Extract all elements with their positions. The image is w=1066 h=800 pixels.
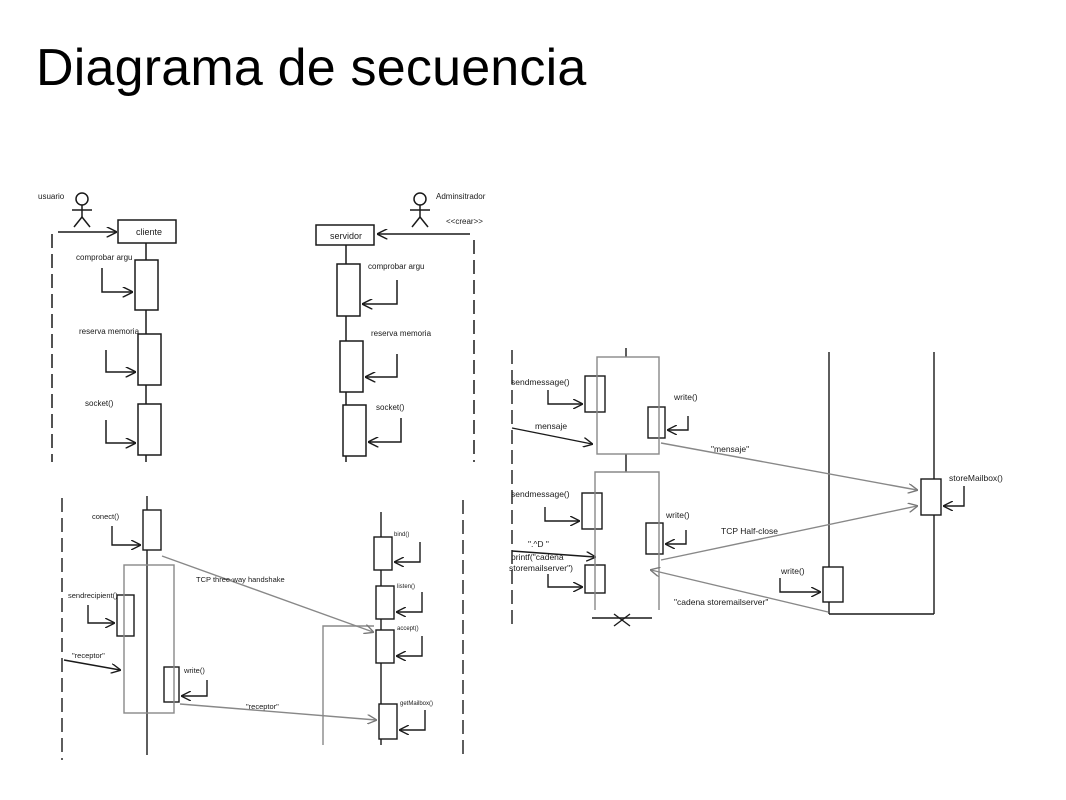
message-label-half-close: TCP Half-close (721, 526, 778, 536)
message-label-write-3: write() (780, 566, 805, 576)
servidor-lifeline-box (315, 224, 375, 246)
activation-bar (163, 666, 180, 703)
stereotype-label: <<crear>> (446, 217, 483, 226)
activation-bar (822, 566, 844, 603)
handshake-arrow (161, 555, 373, 632)
mensaje-arrow (660, 442, 917, 490)
message-label-reserva: reserva memoria (371, 329, 432, 338)
message-label-listen: listen() (397, 584, 415, 590)
panel-mensaje (511, 348, 965, 630)
self-call-arrow (944, 486, 965, 506)
self-call-arrow (397, 592, 423, 612)
activation-bar (920, 478, 942, 516)
self-call-arrow (779, 578, 820, 592)
message-arrow (63, 659, 120, 670)
self-call-arrow (105, 350, 135, 372)
message-label-write-2: write() (665, 510, 690, 520)
activation-bar (134, 259, 159, 311)
self-call-arrow (363, 280, 398, 304)
stick-figure-icon (410, 192, 430, 228)
message-label-conect: conect() (92, 512, 120, 521)
activation-bar (336, 263, 361, 317)
self-call-arrow (182, 680, 208, 696)
message-label-sendmessage-1: sendmessage() (511, 377, 570, 387)
lifeline-label-servidor: servidor (330, 231, 362, 241)
message-label-sendmessage-2: sendmessage() (511, 489, 570, 499)
message-label-receptor: "receptor" (72, 651, 105, 660)
actor-label-administrador: Adminsitrador (436, 192, 486, 201)
cadena-return-arrow (651, 570, 829, 613)
interaction-frame (594, 471, 660, 610)
activation-bar (647, 406, 666, 439)
self-call-arrow (547, 574, 582, 587)
self-call-arrow (366, 354, 398, 377)
message-label-printf: printf("cadena (511, 552, 564, 562)
self-call-arrow (395, 542, 421, 562)
activation-bar (378, 703, 398, 740)
panel-cliente (51, 192, 177, 462)
message-arrow-end-marker (511, 550, 595, 557)
interaction-frame (596, 356, 660, 455)
self-call-arrow (369, 418, 402, 442)
self-call-arrow (666, 530, 687, 544)
self-call-arrow (101, 268, 132, 292)
destroy-x-icon (613, 613, 631, 627)
message-label-bind: bind() (394, 532, 409, 538)
activation-bar (375, 585, 395, 620)
activation-bar (584, 375, 606, 413)
actor-label-usuario: usuario (38, 192, 65, 201)
message-label-sendrecipient: sendrecipient() (68, 591, 118, 600)
self-call-arrow (547, 390, 582, 404)
message-label-accept: accept() (397, 626, 419, 632)
message-label-storemailbox: storeMailbox() (949, 473, 1003, 483)
stick-figure-icon (72, 192, 92, 228)
activation-bar (339, 340, 364, 393)
activation-bar (137, 333, 162, 386)
message-label-comprobar: comprobar argu (76, 253, 132, 262)
panel-conexion (61, 496, 464, 760)
message-label-handshake: TCP three-way handshake (196, 575, 285, 584)
self-call-arrow (400, 710, 426, 730)
activation-bar (375, 629, 395, 664)
panel-servidor (315, 192, 475, 462)
cliente-lifeline-box (117, 219, 177, 244)
message-label-printf: storemailserver") (509, 563, 573, 573)
self-call-arrow (397, 636, 423, 656)
message-label-mensaje-out: "mensaje" (711, 444, 749, 454)
self-call-arrow (544, 507, 579, 521)
activation-bar (581, 492, 603, 530)
self-call-arrow (87, 605, 114, 623)
message-label-socket: socket() (376, 403, 405, 412)
interaction-frame (123, 564, 175, 714)
message-label-reserva: reserva memoria (79, 327, 140, 336)
self-call-arrow (668, 416, 689, 430)
activation-bar (645, 522, 664, 555)
message-label-mensaje: mensaje (535, 421, 567, 431)
message-arrow-mensaje (511, 427, 592, 444)
message-label-cadena: "cadena storemailserver" (674, 597, 768, 607)
message-label-write-1: write() (673, 392, 698, 402)
message-label-write: write() (183, 666, 205, 675)
activation-bar (137, 403, 162, 456)
activation-bar (373, 536, 393, 571)
self-call-arrow (111, 526, 140, 545)
lifeline-label-cliente: cliente (136, 227, 162, 237)
activation-bar (342, 404, 367, 457)
half-close-arrow (660, 506, 917, 561)
slide-title: Diagrama de secuencia (36, 39, 587, 97)
message-label-socket: socket() (85, 399, 114, 408)
activation-bar (116, 594, 135, 637)
interaction-frame (322, 625, 374, 745)
self-call-arrow (105, 420, 135, 443)
message-label-comprobar: comprobar argu (368, 262, 424, 271)
activation-bar (142, 509, 162, 551)
message-label-receptor-out: "receptor" (246, 702, 279, 711)
message-label-getmailbox: getMailbox() (400, 701, 433, 707)
receptor-arrow (179, 703, 376, 720)
message-label-end-marker: ".^D " (528, 539, 549, 549)
